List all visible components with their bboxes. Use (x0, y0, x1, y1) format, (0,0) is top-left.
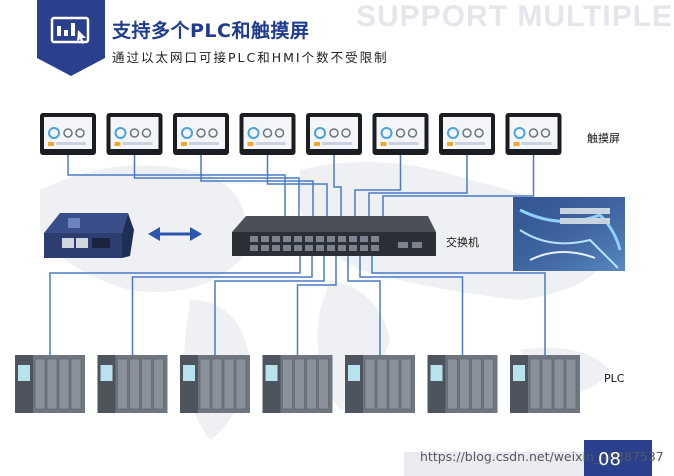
plc-link (49, 256, 301, 355)
plc-unit (345, 355, 415, 413)
hmi-screen (106, 113, 163, 155)
plc-link (296, 256, 337, 355)
watermark-title: SUPPORT MULTIPLE (356, 0, 674, 33)
device-screen-icon (50, 16, 90, 44)
hmi-screen (439, 113, 495, 155)
footer-page-block (584, 440, 652, 476)
network-switch (232, 216, 436, 256)
plc-unit (510, 355, 580, 413)
hmi-screen (239, 113, 296, 155)
plc-unit (180, 355, 250, 413)
hmi-link (368, 155, 468, 216)
plc-row (15, 355, 580, 413)
hmi-label: 触摸屏 (587, 132, 620, 145)
plc-connection-lines (49, 256, 546, 355)
hmi-screen (173, 113, 229, 155)
hmi-link (382, 155, 535, 216)
switch-label: 交换机 (446, 236, 479, 249)
plc-unit (97, 355, 168, 413)
csdn-watermark: https://blog.csdn.net/weixin_40387537 (420, 449, 664, 464)
hmi-screen (372, 113, 429, 155)
hmi-link (200, 155, 314, 216)
page-number: 08 (598, 449, 621, 470)
plc-unit (15, 355, 85, 413)
gateway-device (44, 213, 134, 258)
plc-unit (427, 355, 498, 413)
page-subtitle: 通过以太网口可接PLC和HMI个数不受限制 (112, 50, 389, 65)
hmi-link (67, 155, 286, 216)
network-cable-photo (513, 197, 625, 271)
hmi-screen (40, 113, 96, 155)
plc-link (214, 256, 325, 355)
hmi-link (266, 155, 328, 216)
double-arrow-icon (148, 227, 202, 241)
hmi-connection-lines (67, 155, 535, 216)
header-badge (37, 0, 105, 76)
plc-link (131, 256, 313, 355)
hmi-link (354, 155, 402, 216)
plc-link (371, 256, 546, 355)
hmi-row (40, 113, 562, 155)
hmi-screen (306, 113, 362, 155)
plc-link (359, 256, 464, 355)
hmi-link (133, 155, 300, 216)
hmi-link (333, 155, 342, 216)
plc-link (347, 256, 381, 355)
hmi-screen (505, 113, 562, 155)
plc-label: PLC (604, 372, 625, 385)
page-title: 支持多个PLC和触摸屏 (112, 20, 310, 42)
plc-unit (262, 355, 333, 413)
